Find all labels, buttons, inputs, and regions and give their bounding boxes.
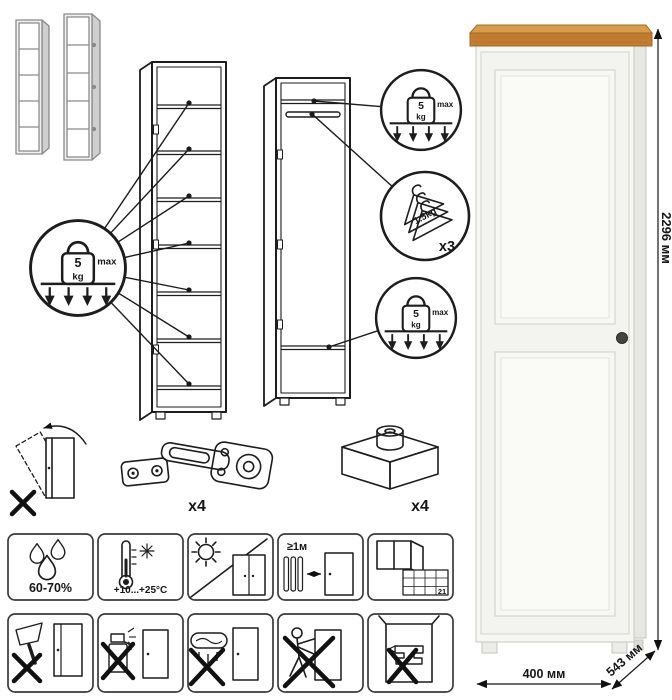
height-label: 2296 мм <box>659 212 672 264</box>
hanger-load-callout: 1.5kg x3 <box>379 170 471 262</box>
shelf-load-callout <box>29 219 127 317</box>
leg-hardware-icon: x4 <box>341 425 439 515</box>
bottom-shelf-load-callout <box>374 276 458 360</box>
hanger-qty-label: x3 <box>439 239 455 255</box>
height-dimension: 2296 мм <box>653 28 672 651</box>
no-sharp-tools-icon <box>7 613 94 693</box>
width-dimension: 400 мм <box>476 667 612 689</box>
door-knob <box>616 332 628 344</box>
temperature-label: +10...+25°C <box>114 585 167 596</box>
hinge-marks <box>277 149 283 330</box>
distance-label: ≥1м <box>287 541 307 553</box>
no-dragging-alone-icon <box>277 613 364 693</box>
depth-dimension: 543 мм <box>604 641 656 690</box>
ventilation-icon: 21 <box>367 533 454 601</box>
anti-tip-warning-icon <box>9 422 87 517</box>
hinge-hardware-icon: x4 <box>120 441 274 515</box>
leg-qty-label: x4 <box>411 498 429 515</box>
wardrobe-render <box>468 24 653 654</box>
thermometer-icon <box>118 540 155 590</box>
wardrobe-glyph <box>324 552 354 596</box>
rail-callout-dots <box>309 98 332 350</box>
sun-icon <box>191 537 221 567</box>
no-aerosol-icon <box>97 613 184 693</box>
no-direct-sunlight-icon <box>187 533 274 601</box>
shelf-callout-dots <box>186 100 192 387</box>
hinge-qty-label: x4 <box>188 498 206 515</box>
heat-distance-icon: ≥1м <box>277 533 364 601</box>
rail-cabinet-diagram <box>263 77 351 407</box>
calendar-day-label: 21 <box>438 587 446 596</box>
temperature-range-icon: +10...+25°C <box>97 533 184 601</box>
wardrobe-glyph <box>232 554 266 596</box>
calendar-icon: 21 <box>402 569 449 596</box>
sparkle-icon <box>139 543 155 559</box>
humidity-label: 60-70% <box>29 581 72 595</box>
thumbnail-side-sketch <box>63 13 101 161</box>
no-heavy-items-icon <box>367 613 454 693</box>
shelf-cabinet-diagram <box>139 61 227 421</box>
humidity-range-icon: 60-70% <box>7 533 94 601</box>
thumbnail-front-sketch <box>15 19 50 155</box>
wardrobe-door <box>480 51 630 635</box>
width-label: 400 мм <box>523 667 566 681</box>
no-wet-cleaning-icon <box>187 613 274 693</box>
top-shelf-load-callout <box>379 68 463 152</box>
wood-top <box>468 24 653 47</box>
radiator-icon <box>283 556 304 592</box>
